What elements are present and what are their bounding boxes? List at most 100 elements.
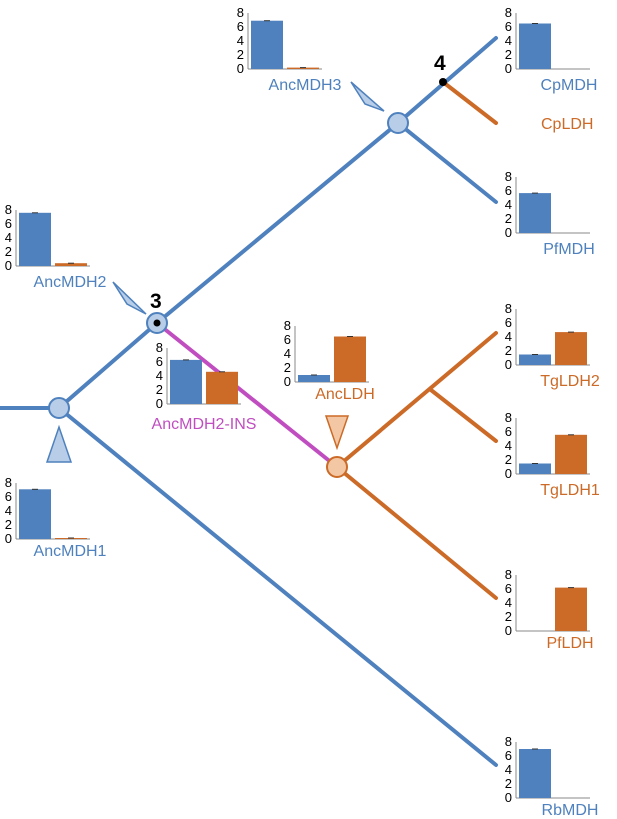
- y-tick-label: 8: [505, 169, 512, 184]
- y-tick-label: 8: [505, 5, 512, 20]
- bar-ldh-activity: [55, 263, 87, 266]
- mdh-branches: [0, 36, 498, 767]
- bar-ldh-activity: [287, 67, 319, 69]
- y-tick-label: 2: [5, 244, 12, 259]
- y-tick-label: 0: [505, 357, 512, 372]
- y-tick-label: 4: [505, 595, 512, 610]
- bar-chart-insets: 02468AncMDH302468CpMDH02468PfMDH02468Anc…: [5, 5, 600, 819]
- y-tick-label: 6: [5, 489, 12, 504]
- y-tick-label: 8: [5, 202, 12, 217]
- y-tick-label: 0: [5, 258, 12, 273]
- branch-ins: [155, 321, 339, 469]
- chart-label: AncMDH3: [269, 77, 342, 94]
- branch-ancldh-pfldh: [335, 465, 498, 600]
- y-tick-label: 4: [156, 368, 163, 383]
- node-ancldh: [326, 456, 348, 478]
- y-tick-label: 4: [505, 329, 512, 344]
- branch-ancmdh3-pfmdh: [396, 121, 498, 204]
- branch-ancmdh1-rbmdh: [57, 406, 498, 767]
- bar-ldh-activity: [555, 332, 587, 365]
- y-tick-label: 4: [505, 197, 512, 212]
- branch-cpldh: [441, 80, 498, 125]
- chart-label: PfMDH: [543, 241, 595, 258]
- y-tick-label: 8: [505, 301, 512, 316]
- y-tick-label: 2: [284, 360, 291, 375]
- y-tick-label: 6: [505, 424, 512, 439]
- bar-ldh-activity: [334, 336, 366, 382]
- chart-label: AncLDH: [315, 386, 375, 403]
- y-tick-label: 0: [5, 531, 12, 546]
- node-label-3: 3: [150, 290, 162, 313]
- y-tick-label: 0: [505, 225, 512, 240]
- chart-label: PfLDH: [546, 635, 593, 652]
- y-tick-label: 2: [505, 776, 512, 791]
- branch-ancldh-tg: [335, 331, 498, 469]
- y-tick-label: 0: [505, 623, 512, 638]
- y-tick-label: 0: [237, 61, 244, 76]
- y-tick-label: 6: [237, 19, 244, 34]
- bar-ldh-activity: [555, 434, 587, 474]
- chart-label: CpMDH: [541, 77, 598, 94]
- y-tick-label: 2: [156, 382, 163, 397]
- branch-ancmdh1-ancmdh2: [57, 321, 159, 410]
- bar-mdh-activity: [19, 212, 51, 266]
- y-tick-label: 4: [284, 346, 291, 361]
- y-tick-label: 8: [237, 5, 244, 20]
- y-tick-label: 6: [505, 19, 512, 34]
- chart-label: TgLDH2: [540, 373, 600, 390]
- y-tick-label: 0: [284, 374, 291, 389]
- bar-mdh-activity: [519, 23, 551, 69]
- y-tick-label: 2: [237, 47, 244, 62]
- chart-label: AncMDH2-INS: [152, 416, 257, 433]
- bar-ldh-activity: [206, 371, 238, 404]
- y-tick-label: 8: [505, 734, 512, 749]
- y-tick-label: 0: [156, 396, 163, 411]
- pointer-ancldh: [324, 415, 350, 451]
- pointer-ancmdh2: [112, 281, 147, 315]
- ldh-branches: [335, 80, 498, 600]
- y-tick-label: 6: [505, 315, 512, 330]
- y-tick-label: 6: [156, 354, 163, 369]
- y-tick-label: 0: [505, 466, 512, 481]
- y-tick-label: 8: [5, 475, 12, 490]
- y-tick-label: 6: [505, 183, 512, 198]
- y-tick-label: 2: [5, 517, 12, 532]
- chart-label: AncMDH2: [34, 274, 107, 291]
- label-cpldh: CpLDH: [541, 116, 593, 133]
- bar-mdh-activity: [519, 463, 551, 474]
- y-tick-label: 0: [505, 61, 512, 76]
- bar-mdh-activity: [170, 359, 202, 404]
- bar-ldh-activity: [555, 587, 587, 631]
- bar-mdh-activity: [519, 354, 551, 365]
- node-label-4: 4: [434, 52, 446, 75]
- chart-label: RbMDH: [542, 802, 599, 819]
- y-tick-label: 2: [505, 452, 512, 467]
- y-tick-label: 0: [505, 790, 512, 805]
- y-tick-label: 4: [237, 33, 244, 48]
- y-tick-label: 4: [5, 230, 12, 245]
- bar-mdh-activity: [298, 375, 330, 382]
- y-tick-label: 2: [505, 609, 512, 624]
- y-tick-label: 2: [505, 211, 512, 226]
- branch-ancmdh2-ancmdh3: [155, 121, 400, 325]
- y-tick-label: 8: [156, 340, 163, 355]
- pointer-ancmdh3: [350, 81, 385, 112]
- bar-mdh-activity: [519, 749, 551, 798]
- branch-tgldh1: [429, 388, 498, 443]
- bar-mdh-activity: [251, 20, 283, 69]
- pointer-ancmdh1: [45, 424, 73, 463]
- y-tick-label: 2: [505, 47, 512, 62]
- dot-3: [153, 319, 161, 327]
- y-tick-label: 8: [505, 567, 512, 582]
